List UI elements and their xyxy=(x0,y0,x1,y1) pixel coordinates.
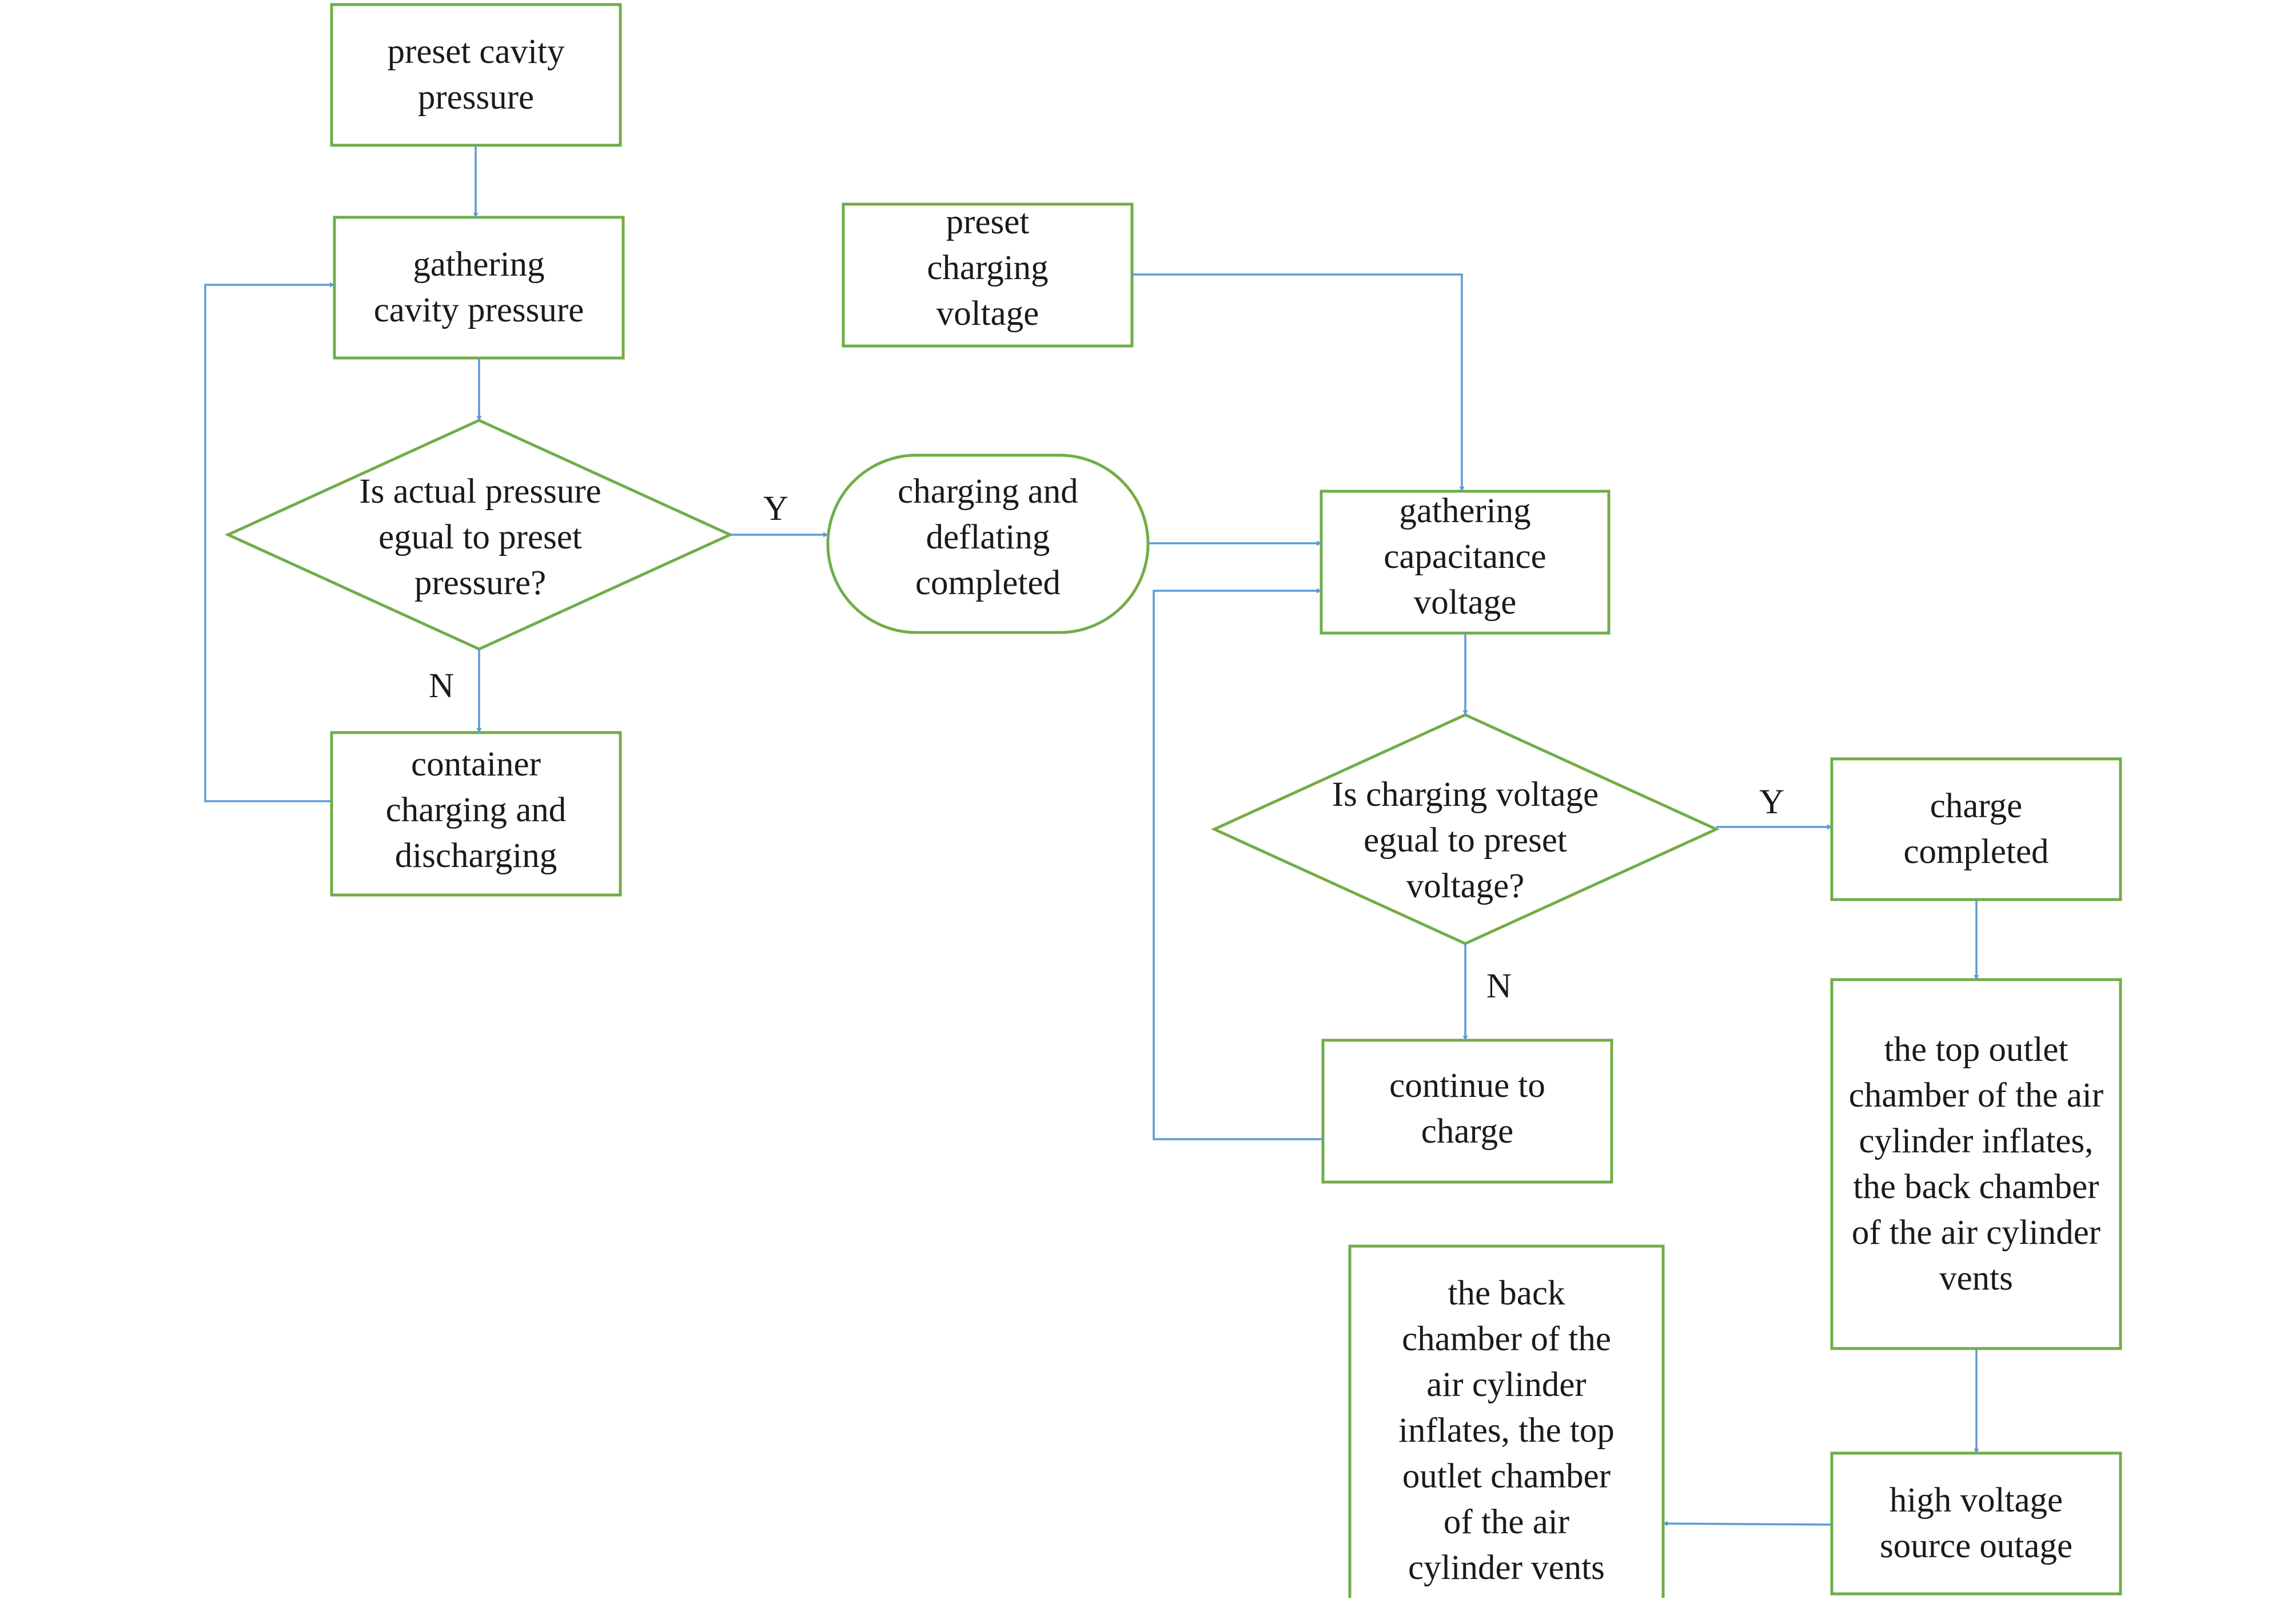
node-gather-pressure-label: gathering cavity pressure xyxy=(373,245,584,329)
node-hv-outage-label: high voltage source outage xyxy=(1879,1481,2073,1565)
node-preset-pressure-label: preset cavity pressure xyxy=(387,33,565,117)
node-gather-voltage-label: gathering capacitance voltage xyxy=(1384,492,1546,622)
edge-continue-charge-to-gather-voltage xyxy=(1153,588,1323,1140)
edge-label-voltage-no: N xyxy=(1486,967,1512,1005)
node-top-inflate-label: the top outlet chamber of the air cylind… xyxy=(1848,1030,2104,1298)
edge-label-pressure-no: N xyxy=(429,667,455,705)
edge-label-voltage-yes: Y xyxy=(1759,783,1785,821)
node-continue-charge-label: continue to charge xyxy=(1389,1067,1545,1151)
node-container-shape xyxy=(330,731,622,897)
node-pressure-check-label: Is actual pressure egual to preset press… xyxy=(359,472,601,602)
node-top-inflate-shape xyxy=(1830,978,2122,1350)
edge-hv-outage-to-back-inflate xyxy=(1663,1521,1832,1526)
node-gather-voltage-shape xyxy=(1320,490,1611,635)
node-charge-done-shape xyxy=(1830,757,2122,901)
node-voltage-check-label: Is charging voltage egual to preset volt… xyxy=(1332,775,1599,905)
node-continue-charge-shape xyxy=(1321,1039,1613,1184)
node-preset-voltage-label: preset charging voltage xyxy=(927,203,1049,333)
edge-label-pressure-yes: Y xyxy=(763,490,789,528)
edge-preset-voltage-to-gather-voltage xyxy=(1132,273,1465,492)
node-gather-pressure-shape xyxy=(333,216,625,360)
node-preset-pressure-shape xyxy=(330,3,622,147)
node-charge-deflate-done-label: charging and deflating completed xyxy=(898,472,1078,602)
node-back-inflate-shape xyxy=(1348,1244,1665,1615)
node-container-label: container charging and discharging xyxy=(385,745,567,875)
node-back-inflate-label: the back chamber of the air cylinder inf… xyxy=(1398,1274,1615,1587)
node-preset-voltage-shape xyxy=(842,202,1134,348)
node-charge-done-label: charge completed xyxy=(1903,787,2049,871)
edge-container-to-gather-pressure xyxy=(204,282,335,802)
